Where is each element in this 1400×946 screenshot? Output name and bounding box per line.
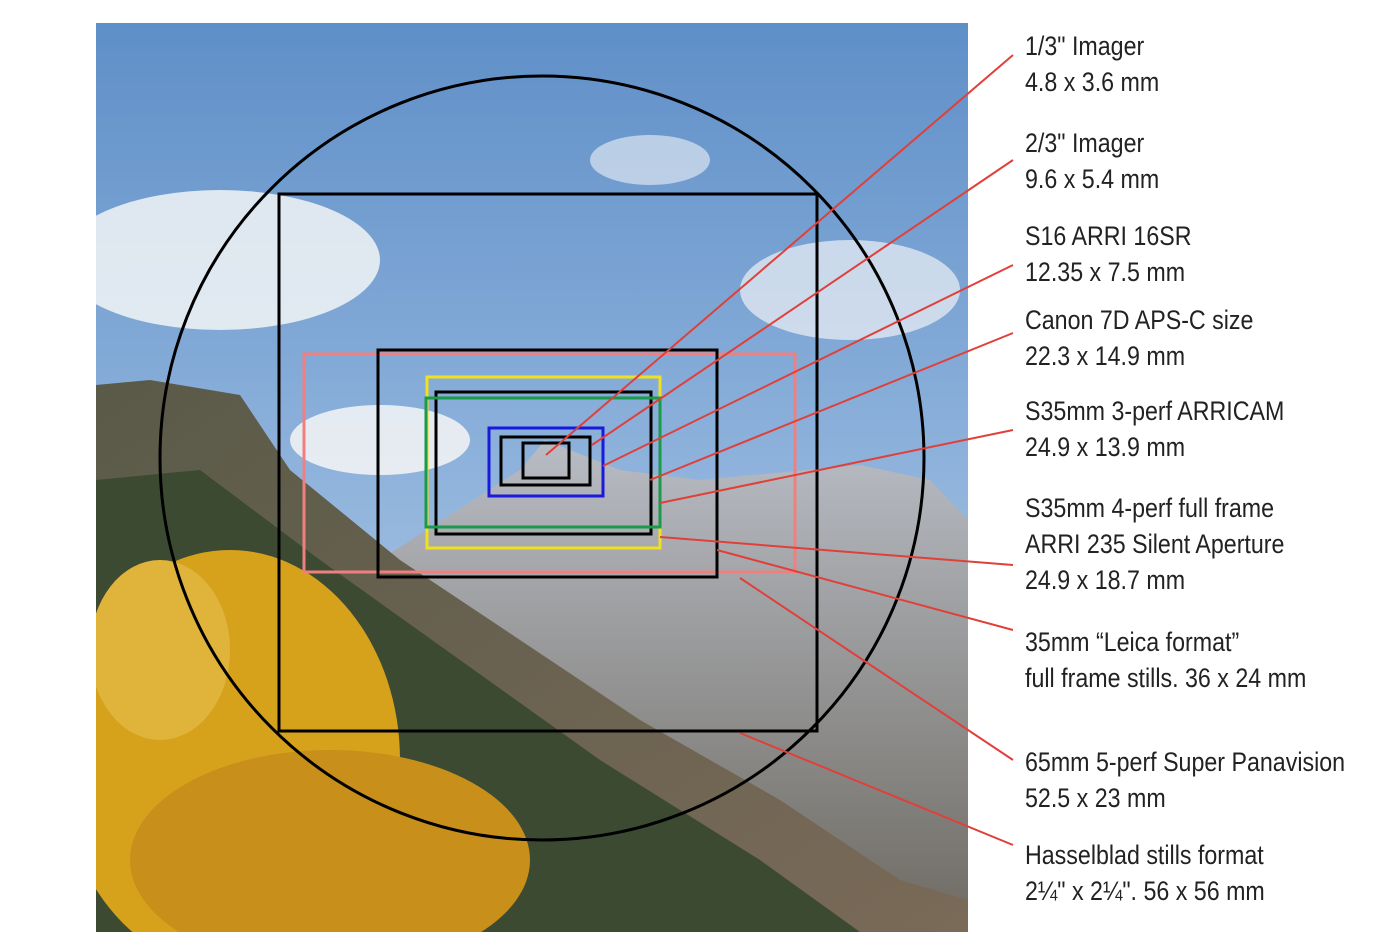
- image-circle: [158, 74, 926, 842]
- leader-line: [602, 264, 1014, 467]
- format-name: S35mm 3-perf ARRICAM: [1025, 396, 1285, 426]
- frame-s35-3perf: [424, 396, 662, 529]
- format-name: 35mm “Leica format”: [1025, 627, 1240, 657]
- leader-line: [545, 54, 1014, 456]
- format-outlines: [158, 74, 926, 842]
- leader-line: [739, 577, 1014, 761]
- leader-line: [659, 536, 1014, 566]
- label-65mm: 65mm 5-perf Super Panavision 52.5 x 23 m…: [1025, 744, 1345, 816]
- label-hasselblad: Hasselblad stills format 2¼" x 2¼". 56 x…: [1025, 837, 1265, 909]
- format-name: 2/3" Imager: [1025, 128, 1145, 158]
- format-size: full frame stills. 36 x 24 mm: [1025, 663, 1307, 693]
- format-name: Hasselblad stills format: [1025, 840, 1264, 870]
- format-name-2: ARRI 235 Silent Aperture: [1025, 529, 1285, 559]
- frame-65mm: [302, 352, 797, 574]
- label-leica: 35mm “Leica format” full frame stills. 3…: [1025, 624, 1306, 696]
- format-size: 24.9 x 13.9 mm: [1025, 432, 1186, 462]
- frame-leica: [376, 348, 719, 579]
- format-name: S35mm 4-perf full frame: [1025, 493, 1275, 523]
- format-size: 24.9 x 18.7 mm: [1025, 565, 1186, 595]
- format-name: Canon 7D APS-C size: [1025, 305, 1254, 335]
- frame-s16: [487, 426, 605, 498]
- format-size: 9.6 x 5.4 mm: [1025, 164, 1160, 194]
- format-size: 4.8 x 3.6 mm: [1025, 67, 1160, 97]
- leader-line: [659, 429, 1014, 504]
- label-s35-4perf: S35mm 4-perf full frame ARRI 235 Silent …: [1025, 490, 1284, 598]
- leader-line: [649, 332, 1014, 481]
- leader-lines: [545, 54, 1014, 846]
- frame-2-3-imager: [499, 435, 592, 487]
- format-name: 65mm 5-perf Super Panavision: [1025, 747, 1346, 777]
- leader-line: [739, 732, 1014, 846]
- label-s35-3perf: S35mm 3-perf ARRICAM 24.9 x 13.9 mm: [1025, 393, 1284, 465]
- leader-line: [591, 159, 1014, 446]
- format-size: 22.3 x 14.9 mm: [1025, 341, 1186, 371]
- label-s16: S16 ARRI 16SR 12.35 x 7.5 mm: [1025, 218, 1192, 290]
- frame-hasselblad: [277, 192, 819, 733]
- format-size: 52.5 x 23 mm: [1025, 783, 1166, 813]
- format-name: 1/3" Imager: [1025, 31, 1145, 61]
- format-name: S16 ARRI 16SR: [1025, 221, 1192, 251]
- background-photo: [96, 23, 968, 932]
- format-size: 12.35 x 7.5 mm: [1025, 257, 1186, 287]
- frame-canon-7d: [434, 390, 653, 536]
- label-canon-7d: Canon 7D APS-C size 22.3 x 14.9 mm: [1025, 302, 1253, 374]
- frame-1-3-imager: [521, 441, 571, 480]
- label-1-3-imager: 1/3" Imager 4.8 x 3.6 mm: [1025, 28, 1159, 100]
- leader-line: [716, 549, 1014, 631]
- label-2-3-imager: 2/3" Imager 9.6 x 5.4 mm: [1025, 125, 1159, 197]
- format-size: 2¼" x 2¼". 56 x 56 mm: [1025, 876, 1265, 906]
